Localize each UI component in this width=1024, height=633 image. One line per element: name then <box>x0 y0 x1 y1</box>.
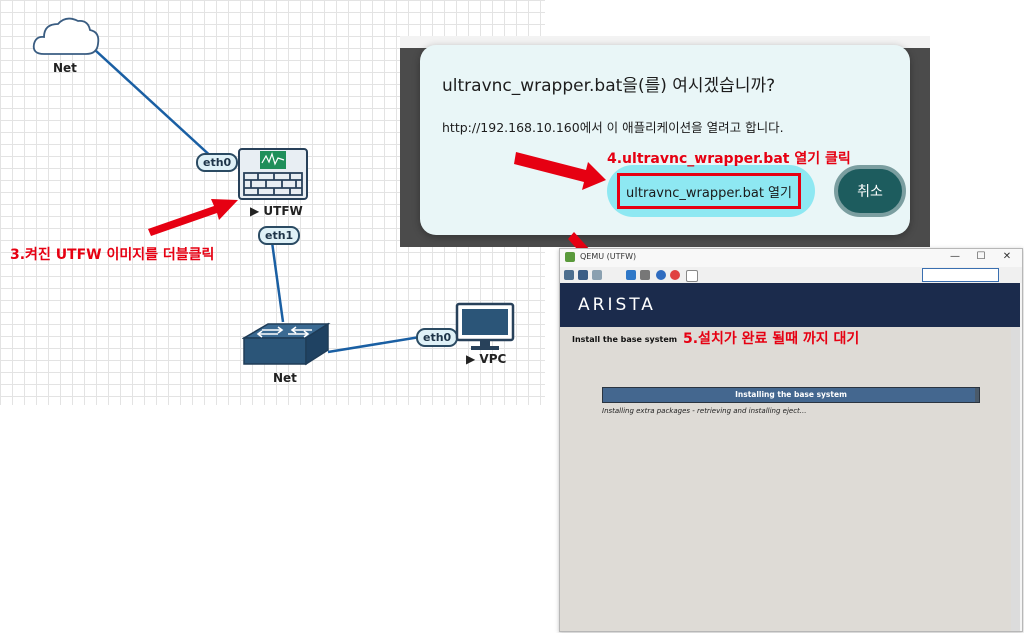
qemu-window: QEMU (UTFW) — ☐ ✕ ARISTA Install the bas… <box>559 248 1023 632</box>
switch-label: Net <box>273 371 297 385</box>
cancel-button[interactable]: 취소 <box>834 165 906 217</box>
installer-step-title: Install the base system <box>572 335 678 344</box>
install-detail-text: Installing extra packages - retrieving a… <box>602 407 807 415</box>
open-app-button[interactable]: ultravnc_wrapper.bat 열기 <box>607 165 815 217</box>
terminal-icon[interactable] <box>640 270 650 280</box>
port-tag-fw-eth0: eth0 <box>196 153 239 172</box>
firewall-node[interactable] <box>238 148 308 200</box>
annotation-step3: 3.켜진 UTFW 이미지를 더블클릭 <box>10 247 215 263</box>
vpc-node[interactable] <box>455 302 515 352</box>
monitor-icon <box>455 302 515 350</box>
minimize-button[interactable]: — <box>950 251 960 262</box>
install-progress-bar: Installing the base system <box>602 387 980 403</box>
topology-links <box>94 49 421 354</box>
close-button[interactable]: ✕ <box>1002 251 1012 262</box>
qemu-toolbar <box>560 267 1022 283</box>
annotation-step4: 4.ultravnc_wrapper.bat 열기 클릭 <box>607 151 851 167</box>
windows-key-icon[interactable] <box>626 270 636 280</box>
switch-node[interactable] <box>241 320 332 368</box>
open-app-dialog: ultravnc_wrapper.bat을(를) 여시겠습니까? http://… <box>420 45 910 235</box>
qemu-toolbar-input[interactable] <box>922 268 999 282</box>
cloud-icon <box>32 17 100 55</box>
disconnect-icon[interactable] <box>670 270 680 280</box>
arista-banner: ARISTA <box>560 283 1020 327</box>
annotation-step5: 5.설치가 완료 될때 까지 대기 <box>683 331 860 347</box>
dialog-title: ultravnc_wrapper.bat을(를) 여시겠습니까? <box>442 76 776 96</box>
port-tag-fw-eth1: eth1 <box>258 226 301 245</box>
settings-icon[interactable] <box>592 270 602 280</box>
maximize-button[interactable]: ☐ <box>976 251 986 262</box>
vnc-screen[interactable]: ARISTA Install the base system Installin… <box>560 283 1020 631</box>
fullscreen-icon[interactable] <box>578 270 588 280</box>
dialog-message: http://192.168.10.160에서 이 애플리케이션을 열려고 합니… <box>442 120 784 135</box>
progress-label: Installing the base system <box>735 390 847 399</box>
open-app-button-label: ultravnc_wrapper.bat 열기 <box>617 173 801 209</box>
browser-backdrop: ultravnc_wrapper.bat을(를) 여시겠습니까? http://… <box>400 36 930 247</box>
cloud-label: Net <box>53 61 77 75</box>
vpc-label: ▶ VPC <box>466 352 507 366</box>
screen-scrollbar[interactable] <box>1011 327 1020 631</box>
firewall-icon <box>238 148 308 200</box>
qemu-titlebar[interactable]: QEMU (UTFW) — ☐ ✕ <box>560 249 1022 267</box>
options-icon[interactable] <box>564 270 574 280</box>
switch-icon <box>241 322 331 366</box>
progress-fill <box>603 388 976 402</box>
transfer-icon[interactable] <box>686 270 698 282</box>
cloud-node[interactable] <box>30 12 102 62</box>
firewall-label: ▶ UTFW <box>250 204 303 218</box>
info-icon[interactable] <box>656 270 666 280</box>
qemu-app-icon <box>565 252 575 262</box>
qemu-window-title: QEMU (UTFW) <box>580 252 637 261</box>
port-tag-vpc-eth0: eth0 <box>416 328 459 347</box>
arista-logo: ARISTA <box>578 295 656 315</box>
arrow-step3-icon <box>148 199 238 236</box>
